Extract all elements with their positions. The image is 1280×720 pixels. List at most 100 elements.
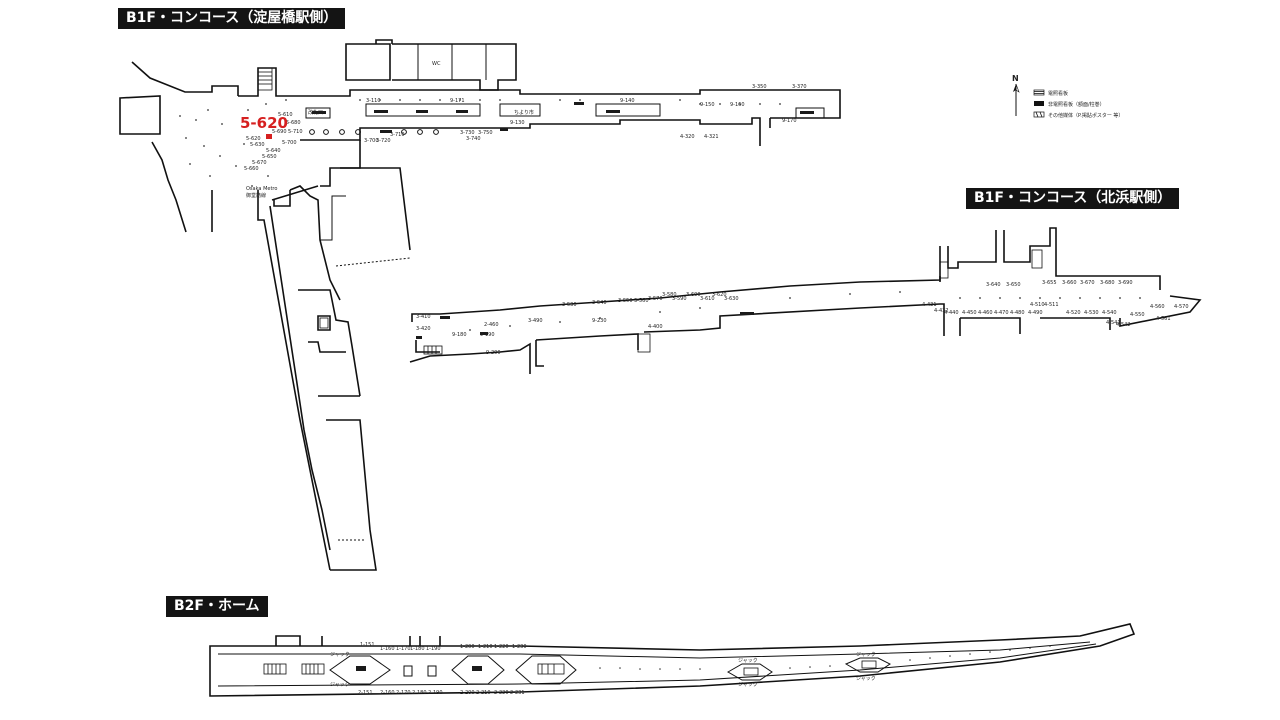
stairs-kitahama-icon xyxy=(423,345,443,355)
map-label: ジャック xyxy=(738,658,758,664)
map-label: 3-420 xyxy=(416,326,431,332)
map-label: 4-560 xyxy=(1150,304,1165,310)
legend-label: その他媒体（P.掲貼ポスター 等） xyxy=(1048,112,1123,119)
map-label: 4-570 xyxy=(1174,304,1189,310)
map-label: 3-640 xyxy=(986,282,1001,288)
map-label: 3-750 xyxy=(478,130,493,136)
map-label: 5-620 xyxy=(246,136,261,142)
map-label: 2-151 xyxy=(358,690,373,696)
map-legend: N 電照看板 非電照看板（額面/柱巻） その他媒体（P.掲貼ポスター 等） xyxy=(1012,74,1123,119)
section-label-b1f-yodoyabashi: B1F・コンコース（淀屋橋駅側） xyxy=(118,8,346,29)
map-label: 2-170 xyxy=(396,690,411,696)
map-label: 3-410 xyxy=(416,314,431,320)
map-label: 3-700 xyxy=(364,138,379,144)
map-label: 4-540 xyxy=(1102,310,1117,316)
map-label: 3-540 xyxy=(592,300,607,306)
map-label: 3-730 xyxy=(460,130,475,136)
map-label: 9-140 xyxy=(620,98,635,104)
map-label: 9-230 xyxy=(592,318,607,324)
map-label: 3-655 xyxy=(1042,280,1057,286)
kitahama-concourse-plan: 3-410 3-420 2-460 9-180 9-190 9-200 3-49… xyxy=(409,227,1202,374)
map-label: 3-570 xyxy=(648,296,663,302)
map-label: 9-200 xyxy=(486,350,501,356)
map-label: 4-530 xyxy=(1084,310,1099,316)
map-label: 3-680 xyxy=(1100,280,1115,286)
map-label: 御堂筋線 xyxy=(246,192,266,199)
highlighted-ad-label: 5-620 xyxy=(240,114,288,132)
map-label: 5-630 xyxy=(250,142,265,148)
map-label: 5-710 xyxy=(288,129,303,135)
map-label: 4-561 xyxy=(1156,316,1171,322)
map-label: 1-180 xyxy=(410,646,425,652)
map-label: 4-541 xyxy=(1106,320,1121,326)
map-label: 3-740 xyxy=(466,136,481,142)
map-label: 9-170 xyxy=(782,118,797,124)
yodoyabashi-concourse-plan: WC xyxy=(119,39,841,571)
map-label: 2-460 xyxy=(484,322,499,328)
map-label: 3-600 xyxy=(686,292,701,298)
map-label: 4-450 xyxy=(962,310,977,316)
map-label: 3-660 xyxy=(1062,280,1077,286)
map-label: 4-510 xyxy=(1030,302,1045,308)
north-arrow-icon xyxy=(1013,83,1020,116)
map-label: 9-190 xyxy=(480,332,495,338)
light-hatch-icon xyxy=(1033,111,1045,118)
map-label: 4-400 xyxy=(648,324,663,330)
map-label: 9-180 xyxy=(452,332,467,338)
pillar-dots xyxy=(179,99,781,187)
map-label: 4-470 xyxy=(994,310,1009,316)
map-label: 3-620 xyxy=(712,292,727,298)
map-label: 5-670 xyxy=(252,160,267,166)
map-label: 4-432 xyxy=(934,308,949,314)
map-label: 5-640 xyxy=(266,148,281,154)
platform-dots xyxy=(599,645,1051,670)
map-label: 1-160 xyxy=(380,646,395,652)
map-label: 3-530 xyxy=(562,302,577,308)
map-label: 3-490 xyxy=(528,318,543,324)
map-label: 2-231 xyxy=(510,690,525,696)
map-label: 5-650 xyxy=(262,154,277,160)
map-label: 2-160 xyxy=(380,690,395,696)
map-label: 2-210 xyxy=(476,690,491,696)
map-label: 1-220 xyxy=(494,644,509,650)
map-label: 1-230 xyxy=(512,644,527,650)
map-label: 2-180 xyxy=(412,690,427,696)
map-label: 3-550 xyxy=(618,298,633,304)
dense-hatch-icon xyxy=(1033,89,1045,96)
map-label: 4-542 xyxy=(1116,322,1131,328)
column-markers xyxy=(309,129,439,135)
map-label: Osaka Metro xyxy=(246,186,277,192)
map-label: 3-720 xyxy=(376,138,391,144)
map-label: ジャック xyxy=(330,652,350,658)
map-label: 5-690 xyxy=(272,129,287,135)
highlighted-ad-marker xyxy=(266,134,272,139)
legend-label: 電照看板 xyxy=(1048,90,1068,97)
map-label: 5-610 xyxy=(278,112,293,118)
map-label: 1-210 xyxy=(478,644,493,650)
section-label-b2f-home: B2F・ホーム xyxy=(166,596,268,617)
map-label: 3-670 xyxy=(1080,280,1095,286)
map-label: 4-321 xyxy=(704,134,719,140)
map-label: 3-630 xyxy=(724,296,739,302)
stairs-exit-icon xyxy=(257,67,273,91)
pillar-dots xyxy=(469,291,1141,331)
map-label: 5-680 xyxy=(286,120,301,126)
map-label: 4-440 xyxy=(944,310,959,316)
map-label: 3-350 xyxy=(752,84,767,90)
map-label: 3-650 xyxy=(1006,282,1021,288)
map-label: 4-460 xyxy=(978,310,993,316)
map-label: 1-190 xyxy=(426,646,441,652)
section-label-b1f-kitahama: B1F・コンコース（北浜駅側） xyxy=(966,188,1180,209)
map-label: 9-130 xyxy=(510,120,525,126)
map-label: 1-151 xyxy=(360,642,375,648)
map-label: ジャック xyxy=(330,682,350,688)
map-label: 3-690 xyxy=(1118,280,1133,286)
map-label: 2-200 xyxy=(460,690,475,696)
map-label: 4-550 xyxy=(1130,312,1145,318)
map-label: ジャック xyxy=(738,682,758,688)
map-label: 4-480 xyxy=(1010,310,1025,316)
map-label: 9-160 xyxy=(730,102,745,108)
map-label: 4-320 xyxy=(680,134,695,140)
map-label: 2-190 xyxy=(428,690,443,696)
